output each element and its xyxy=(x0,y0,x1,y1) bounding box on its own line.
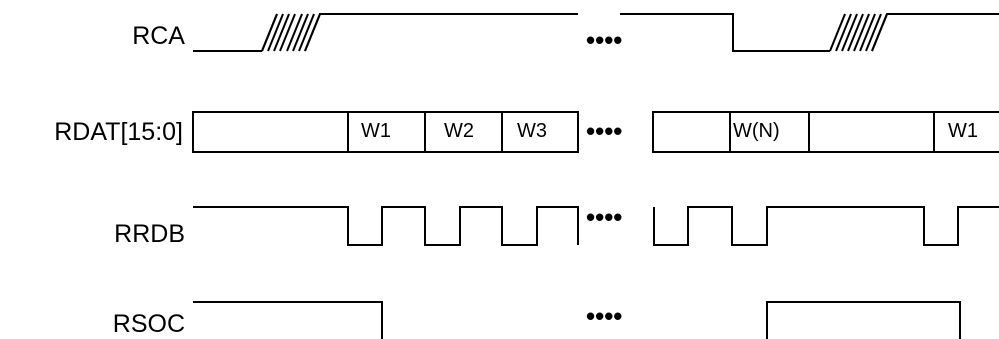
word-label-w2: W2 xyxy=(444,120,474,142)
word-label-w1-next: W1 xyxy=(948,120,978,142)
rdat-segment-idle-1 xyxy=(192,111,349,153)
signal-label-rdat: RDAT[15:0] xyxy=(54,118,183,146)
signal-label-rca: RCA xyxy=(132,22,185,50)
rsoc-waveform xyxy=(193,301,961,339)
rdat-bus: W1 W2 W3 W(N) W1 xyxy=(192,111,999,153)
rca-transition-hatch-2 xyxy=(829,13,888,52)
break-marker-rsoc: •••• xyxy=(586,301,622,331)
word-label-w3: W3 xyxy=(517,120,547,142)
rca-transition-hatch-1 xyxy=(261,13,321,52)
signal-label-rsoc: RSOC xyxy=(113,310,185,338)
break-marker-rca: •••• xyxy=(586,25,622,55)
rdat-segment-idle-3 xyxy=(808,111,935,153)
rca-waveform xyxy=(193,13,999,52)
rrdb-waveform xyxy=(193,206,999,246)
rdat-segment-w3 xyxy=(501,111,579,153)
signal-label-rrdb: RRDB xyxy=(114,220,185,248)
break-marker-rrdb: •••• xyxy=(586,202,622,232)
break-marker-rdat: •••• xyxy=(586,116,622,146)
word-label-w1: W1 xyxy=(361,120,391,142)
word-label-wn: W(N) xyxy=(733,120,780,142)
rdat-segment-idle-2 xyxy=(652,111,731,153)
